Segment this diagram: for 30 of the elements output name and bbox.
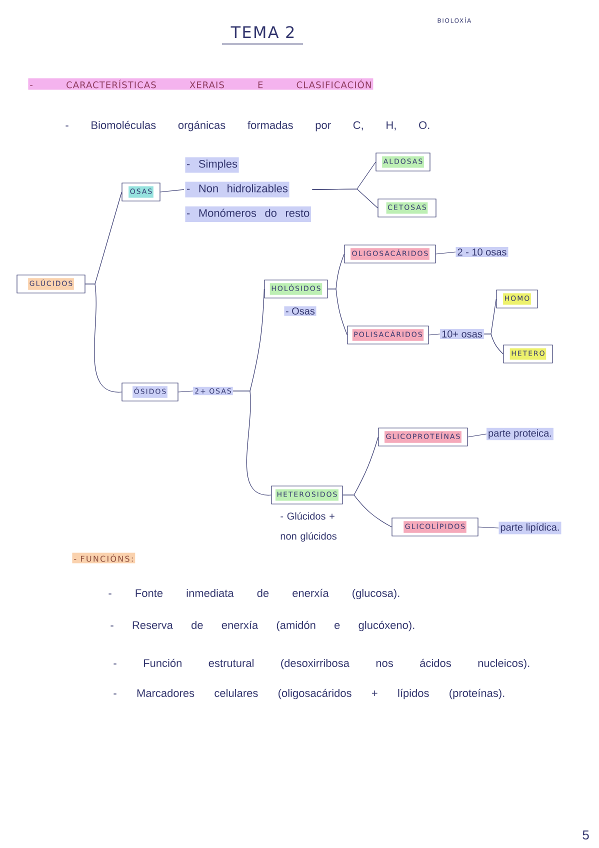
bullet-list: - Simples - Non hidrolizables - Monómeros do resto <box>185 157 311 222</box>
branch-line <box>342 494 392 528</box>
bullet-point: - Función estrutural (desoxirribosa nos ácidos nucleicos). <box>114 658 530 670</box>
branch-line <box>232 390 272 496</box>
title: TEMA 2 <box>230 26 294 38</box>
bullet-point: - Marcadores celulares (oligosacáridos + lípidos (proteínas). <box>114 688 504 700</box>
branch-line <box>436 252 456 254</box>
section-heading: - FUNCIÓNS: <box>72 552 136 564</box>
highlighted-text: parte lipídica. <box>498 522 562 534</box>
bullet-point: - Reserva de enerxía (amidón e glucóxeno). <box>110 620 414 632</box>
note-text: - Glúcidos + non glúcidos <box>280 512 337 542</box>
branch-line <box>85 284 122 392</box>
branch-line <box>328 288 348 336</box>
node-label: - Simples <box>186 160 238 170</box>
branch-line <box>484 334 504 354</box>
highlighted-text: parte proteica. <box>486 428 554 440</box>
branch-line <box>478 526 499 528</box>
branch-line <box>178 390 194 392</box>
section-heading: - CARACTERÍSTICAS XERAIS E CLASIFICACIÓN <box>28 78 374 90</box>
page-number: 5 <box>582 830 589 840</box>
bullet-point: - Fonte inmediata de enerxía (glucosa). <box>108 588 400 600</box>
branch-line <box>312 188 378 208</box>
node-label: - Non hidrolizables <box>186 184 288 192</box>
branch-line <box>428 334 440 336</box>
bullet-point: - Biomoléculas orgánicas formadas por C, H, O. <box>66 120 430 132</box>
note-text: - Osas <box>284 306 316 316</box>
branch-line <box>468 434 487 438</box>
highlighted-text: 2 - 10 osas <box>456 246 508 258</box>
highlighted-text: 10+ osas <box>440 328 484 340</box>
branch-line <box>160 189 184 192</box>
